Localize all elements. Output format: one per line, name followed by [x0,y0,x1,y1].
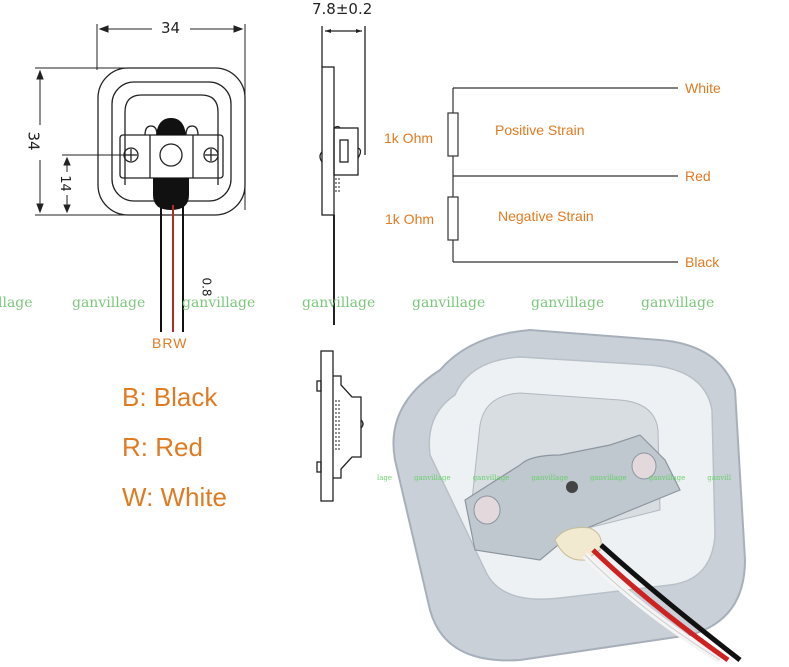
photo-watermark: ganvillage [648,474,686,482]
watermark: ganvillage [641,295,715,311]
wire-label-w: W [173,335,188,351]
resistor-bottom-label: 1k Ohm [385,211,435,227]
watermark: ganvillage [302,295,376,311]
width-dimension-label: 34 [161,19,181,37]
photo-watermark: ganvillage [472,474,510,482]
watermark: ganvillage [412,295,486,311]
photo-watermark: ganvillage [531,474,568,482]
height-dimension-label: 34 [24,131,43,151]
photo-watermark: ganvillage [414,474,451,482]
legend-red: R: Red [122,432,203,462]
wire-label-b: B [152,335,163,351]
terminal-white: White [685,80,721,96]
terminal-red: Red [685,168,711,184]
wire-label-r: R [162,335,174,351]
watermark: ganvillage [531,295,605,311]
watermark: ganvillage [72,295,146,311]
resistor-top-label: 1k Ohm [384,130,434,146]
positive-strain-label: Positive Strain [495,122,585,138]
negative-strain-label: Negative Strain [498,208,594,224]
photo-watermark-row: lage ganvillage ganvillage ganvillage ga… [377,474,731,482]
photo-watermark: ganvillage [589,474,627,482]
legend-black: B: Black [122,382,218,412]
wire-labels: BRW [152,335,187,351]
load-cell-photo [392,328,747,663]
photo-watermark: ganvill [707,474,732,482]
watermark: ganvillage [182,295,256,311]
legend-white: W: White [122,482,227,512]
wire-dimension-label: 0.8 [199,277,214,297]
thickness-dimension-label: 7.8±0.2 [312,0,373,18]
watermark-partial: llage [0,295,33,311]
photo-watermark: lage [377,474,393,482]
offset-dimension-label: 14 [56,175,72,192]
terminal-black: Black [685,254,720,270]
